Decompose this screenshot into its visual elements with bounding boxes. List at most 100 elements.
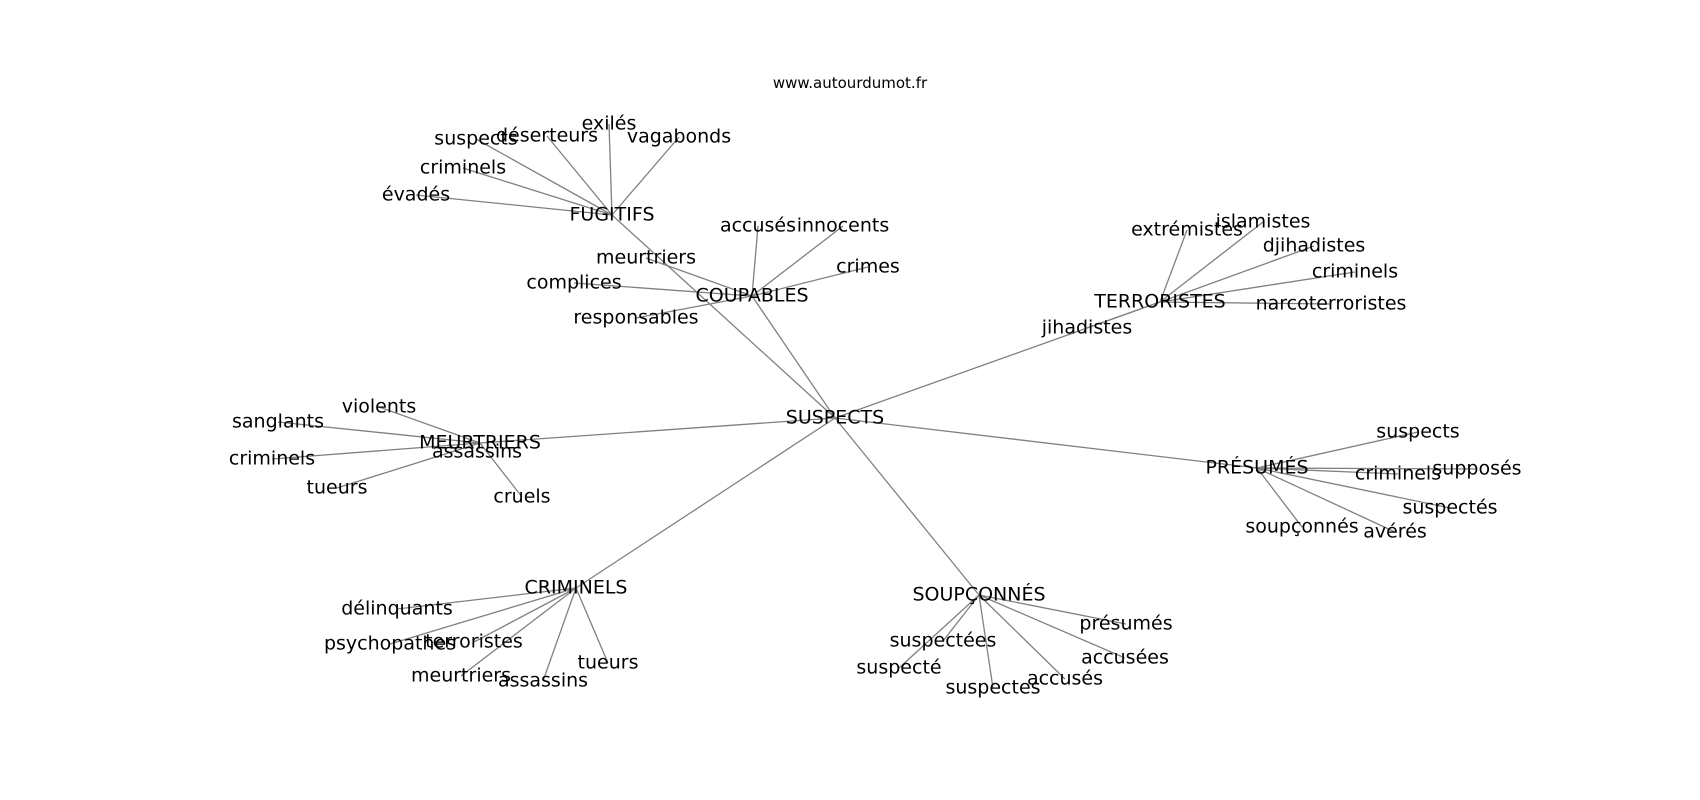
edge-soupconnes-word-2 — [978, 594, 1126, 659]
edge-center-fugitifs — [611, 214, 836, 419]
hub-node-meurtriers: MEURTRIERS — [419, 432, 541, 454]
edge-soupconnes-word-3 — [898, 594, 980, 669]
center-node-label: SUSPECTS — [786, 407, 884, 429]
edge-criminels-word-0 — [396, 587, 577, 610]
hub-node-soupconnes: SOUPÇONNÉS — [912, 583, 1045, 606]
graph-edges — [271, 123, 1478, 689]
edge-coupables-word-2 — [751, 266, 869, 297]
hub-node-criminels: CRIMINELS — [525, 577, 628, 599]
edge-coupables-word-4 — [573, 282, 753, 297]
edge-center-presumes — [834, 417, 1258, 469]
leaf-node-soupconnes-3: suspecté — [856, 657, 941, 679]
edge-soupconnes-word-4 — [978, 594, 1066, 680]
edge-criminels-word-4 — [542, 587, 577, 682]
edge-terroristes-word-5 — [1086, 301, 1161, 329]
leaf-node-soupconnes-4: accusés — [1027, 668, 1103, 690]
leaf-node-fugitifs-4: criminels — [420, 157, 506, 179]
hub-node-fugitifs: FUGITIFS — [569, 204, 654, 226]
leaf-node-terroristes-2: djihadistes — [1263, 235, 1366, 257]
leaf-node-soupconnes-5: suspectes — [945, 677, 1040, 699]
edge-presumes-word-5 — [1256, 467, 1396, 533]
leaf-node-terroristes-3: criminels — [1312, 261, 1398, 283]
leaf-node-presumes-3: suspectés — [1402, 497, 1497, 519]
leaf-node-presumes-4: soupçonnés — [1245, 516, 1358, 538]
edge-presumes-word-4 — [1256, 467, 1303, 528]
leaf-node-presumes-1: criminels — [1355, 463, 1441, 485]
leaf-node-coupables-1: innocents — [797, 215, 890, 237]
edge-fugitifs-word-5 — [415, 194, 613, 216]
edge-terroristes-word-2 — [1159, 245, 1315, 303]
edge-center-criminels — [575, 417, 836, 589]
edge-presumes-word-3 — [1256, 467, 1451, 509]
leaf-node-meurtriers-1: sanglants — [232, 411, 324, 433]
leaf-node-coupables-0: accusés — [720, 215, 796, 237]
edge-fugitifs-word-2 — [608, 123, 613, 216]
edge-presumes-word-1 — [1256, 467, 1399, 475]
edge-presumes-word-2 — [1256, 467, 1478, 470]
leaf-node-soupconnes-0: présumés — [1079, 613, 1172, 635]
leaf-node-terroristes-1: islamistes — [1216, 211, 1311, 233]
edge-soupconnes-word-0 — [978, 594, 1127, 625]
leaf-node-criminels-0: délinquants — [341, 598, 453, 620]
edge-meurtriers-word-2 — [271, 442, 481, 460]
edge-soupconnes-word-5 — [978, 594, 994, 689]
leaf-node-criminels-3: meurtriers — [411, 665, 511, 687]
edge-coupables-word-5 — [635, 295, 753, 319]
leaf-node-fugitifs-0: suspects — [434, 128, 517, 150]
leaf-node-criminels-1: psychopathes — [324, 633, 456, 655]
leaf-node-fugitifs-3: vagabonds — [627, 126, 731, 148]
edge-fugitifs-word-0 — [475, 138, 613, 216]
leaf-node-coupables-3: meurtriers — [596, 247, 696, 269]
leaf-node-coupables-5: responsables — [573, 307, 698, 329]
leaf-node-terroristes-4: narcoterroristes — [1256, 293, 1407, 315]
edge-terroristes-word-3 — [1159, 271, 1356, 303]
edge-fugitifs-word-4 — [462, 167, 613, 216]
leaf-node-presumes-0: suspects — [1376, 421, 1459, 443]
leaf-node-presumes-2: supposés — [1432, 458, 1521, 480]
leaf-node-criminels-5: tueurs — [578, 652, 639, 674]
edge-criminels-word-2 — [473, 587, 577, 643]
edge-terroristes-word-4 — [1159, 301, 1332, 305]
leaf-node-meurtriers-3: assassins — [432, 441, 522, 463]
edge-fugitifs-word-3 — [611, 136, 680, 216]
graph-nodes: SUSPECTSFUGITIFSsuspectsdéserteursexilés… — [229, 113, 1522, 699]
edge-coupables-word-3 — [645, 257, 753, 297]
edge-presumes-word-0 — [1256, 431, 1419, 469]
leaf-node-meurtriers-2: criminels — [229, 448, 315, 470]
hub-node-coupables: COUPABLES — [695, 285, 808, 307]
edge-criminels-word-1 — [389, 587, 577, 645]
edge-fugitifs-word-1 — [546, 135, 613, 216]
leaf-node-soupconnes-2: accusées — [1081, 647, 1169, 669]
edge-center-soupconnes — [834, 417, 980, 596]
edge-meurtriers-word-5 — [479, 442, 523, 498]
leaf-node-fugitifs-2: exilés — [582, 113, 637, 135]
edge-center-meurtriers — [479, 417, 836, 444]
source-website-label: www.autourdumot.fr — [773, 74, 928, 92]
leaf-node-fugitifs-1: déserteurs — [496, 125, 598, 147]
leaf-node-coupables-2: crimes — [836, 256, 900, 278]
leaf-node-presumes-5: avérés — [1363, 521, 1427, 543]
leaf-node-coupables-4: complices — [526, 272, 621, 294]
edge-terroristes-word-1 — [1159, 221, 1264, 303]
hub-node-terroristes: TERRORISTES — [1093, 291, 1226, 313]
leaf-node-meurtriers-5: cruels — [493, 486, 550, 508]
edge-meurtriers-word-0 — [378, 406, 481, 444]
edge-criminels-word-3 — [460, 587, 577, 677]
leaf-node-meurtriers-0: violents — [342, 396, 417, 418]
edge-meurtriers-word-1 — [277, 421, 481, 444]
edge-coupables-word-0 — [751, 225, 759, 297]
edge-center-coupables — [751, 295, 836, 419]
leaf-node-soupconnes-1: suspectées — [890, 630, 997, 652]
leaf-node-criminels-2: terroristes — [425, 631, 523, 653]
edge-meurtriers-word-3 — [476, 442, 481, 453]
leaf-node-fugitifs-5: évadés — [382, 184, 450, 206]
leaf-node-terroristes-0: extrémistes — [1131, 219, 1243, 241]
hub-node-presumes: PRÉSUMÉS — [1205, 456, 1308, 479]
edge-soupconnes-word-1 — [942, 594, 980, 642]
leaf-node-terroristes-5: jihadistes — [1041, 317, 1133, 339]
edge-criminels-word-5 — [575, 587, 609, 664]
edge-coupables-word-1 — [751, 225, 844, 297]
edge-meurtriers-word-4 — [336, 442, 481, 489]
leaf-node-criminels-4: assassins — [498, 670, 588, 692]
